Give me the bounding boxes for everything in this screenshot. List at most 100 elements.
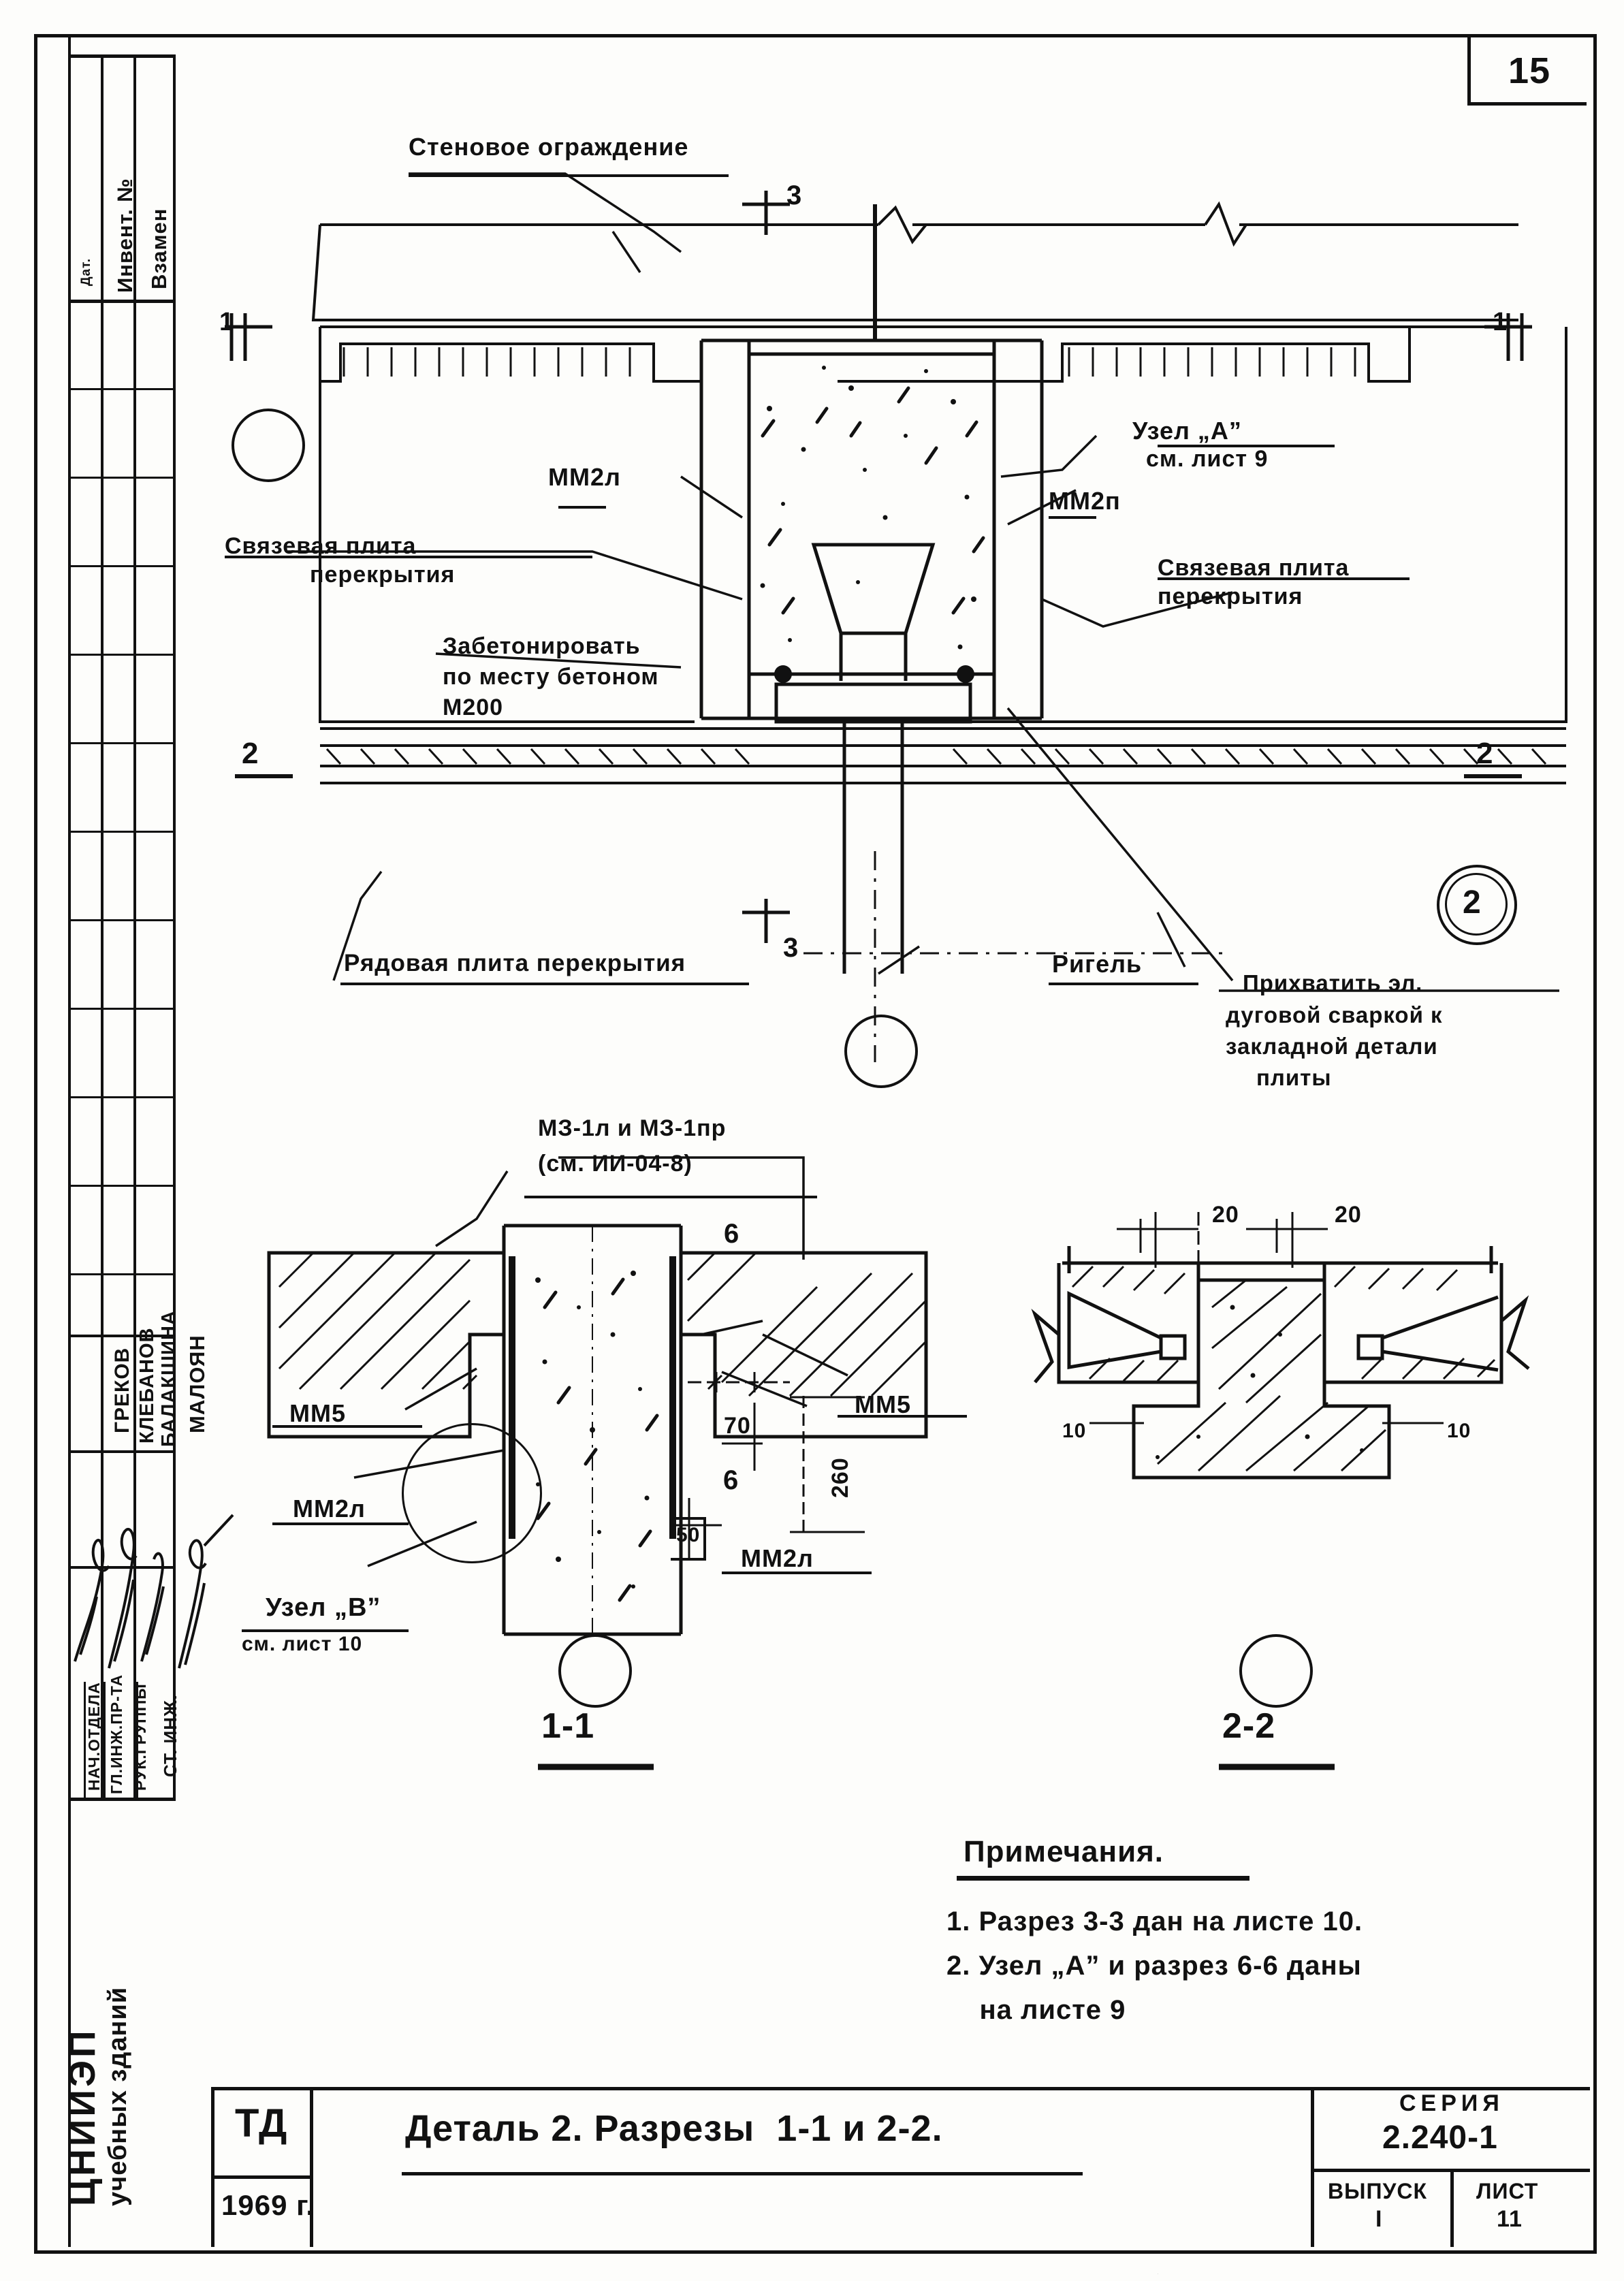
label-weld-note-4: плиты <box>1256 1065 1332 1090</box>
strip-v1 <box>68 34 71 2247</box>
strip-v2 <box>101 54 104 1798</box>
label-tie-slab-left-2: перекрытия <box>310 562 456 588</box>
strip-h-2 <box>68 477 176 479</box>
callout-bubble-2-label: 2 <box>1463 884 1482 921</box>
title-block-sheet-label: ЛИСТ <box>1476 2179 1539 2203</box>
strip-h-top <box>68 54 176 58</box>
label-mm2p-main: ММ2п <box>1049 487 1121 515</box>
sig-h-mid2 <box>68 1566 176 1569</box>
strip-h-11 <box>68 1273 176 1275</box>
notes-item-1: 2. Узел „А” и разрез 6-6 даны <box>946 1951 1362 1981</box>
notes-heading: Примечания. <box>964 1835 1164 1868</box>
title-block-issue-value: I <box>1375 2206 1383 2232</box>
label-mm2l-right: ММ2л <box>741 1544 814 1572</box>
node-b-circle <box>402 1423 542 1563</box>
label-concrete-2: по месту бетоном <box>443 664 659 690</box>
label-tie-slab-right-2: перекрытия <box>1158 584 1303 609</box>
sig-v-d <box>104 1682 106 1798</box>
sig-v-e <box>136 1682 138 1798</box>
label-wall-enclosure: Стеновое ограждение <box>409 133 689 161</box>
label-mz-line2: (см. ИИ-04-8) <box>538 1151 692 1177</box>
strip-h-8 <box>68 1008 176 1010</box>
strip-h-5 <box>68 742 176 744</box>
label-mm2l-main: ММ2л <box>548 463 621 491</box>
dim-20-right: 20 <box>1335 1202 1362 1228</box>
dim-10-left: 10 <box>1062 1420 1087 1442</box>
sig-h-top <box>68 1335 176 1337</box>
section-2-2-bubble <box>1239 1634 1313 1708</box>
notes-item-0: 1. Разрез 3-3 дан на листе 10. <box>946 1907 1363 1936</box>
section-mark-left-2: 2 <box>242 737 259 770</box>
label-mark-6-top: 6 <box>724 1219 740 1249</box>
title-block-hmid <box>211 2175 313 2179</box>
strip-h-6 <box>68 831 176 833</box>
title-block-top-rule <box>211 2087 1590 2090</box>
dim-70: 70 <box>724 1413 751 1439</box>
strip-h-3 <box>68 565 176 567</box>
label-weld-note-1: Прихватить эл. <box>1243 970 1423 995</box>
section-1-1-title: 1-1 <box>541 1706 595 1746</box>
strip-h-4 <box>68 654 176 656</box>
strip-v3 <box>133 54 136 1798</box>
label-ordinary-slab: Рядовая плита перекрытия <box>344 950 686 976</box>
strip-h-1 <box>68 388 176 390</box>
title-block-v4 <box>1450 2169 1454 2247</box>
callout-bubble-left <box>232 409 305 482</box>
corner-box-bottom <box>1467 102 1587 106</box>
title-block-drawing-title: Деталь 2. Разрезы 1-1 и 2-2. <box>405 2108 943 2149</box>
strip-h-7 <box>68 919 176 921</box>
strip-h-head <box>68 300 176 303</box>
title-block-v2 <box>310 2087 313 2247</box>
sig-v-f <box>84 1682 86 1798</box>
dim-20-left: 20 <box>1212 1202 1239 1228</box>
dim-50: 50 <box>676 1524 701 1546</box>
sig-v-b <box>133 1335 136 1798</box>
label-weld-note-3: закладной детали <box>1226 1034 1438 1059</box>
dim-10-right: 10 <box>1447 1420 1471 1442</box>
title-block-sheet-value: 11 <box>1497 2206 1523 2232</box>
title-block-stage: ТД <box>235 2101 288 2146</box>
label-mz-line1: МЗ-1л и МЗ-1пр <box>538 1115 727 1141</box>
corner-box-left <box>1467 37 1471 106</box>
title-block-series-value: 2.240-1 <box>1382 2120 1498 2156</box>
label-mark-6-bottom: 6 <box>723 1465 739 1495</box>
label-mm5-left: ММ5 <box>289 1399 346 1427</box>
label-weld-note-2: дуговой сваркой к <box>1226 1002 1443 1027</box>
section-mark-bottom-3: 3 <box>783 933 799 963</box>
sig-h-bot <box>68 1798 176 1801</box>
notes-item-2: на листе 9 <box>946 1995 1126 2025</box>
title-block-series-label: СЕРИЯ <box>1399 2090 1504 2116</box>
section-mark-right-1: 1 <box>1493 308 1508 336</box>
label-node-b-1: Узел „В” <box>266 1593 381 1622</box>
callout-bubble-2-inner <box>1445 873 1508 936</box>
section-mark-left-1: 1 <box>219 308 235 336</box>
section-1-1-bubble <box>558 1634 632 1708</box>
strip-h-9 <box>68 1096 176 1098</box>
title-block-year: 1969 г. <box>221 2189 315 2221</box>
notes-heading-underline <box>957 1876 1249 1881</box>
callout-bubble-center <box>844 1015 918 1088</box>
strip-h-10 <box>68 1185 176 1187</box>
sig-v-c <box>173 1335 175 1798</box>
title-block-h-series <box>1311 2169 1590 2172</box>
label-node-b-2: см. лист 10 <box>242 1633 363 1655</box>
section-mark-right-2: 2 <box>1476 737 1494 770</box>
label-beam: Ригель <box>1052 950 1143 978</box>
title-block-v3 <box>1311 2087 1314 2247</box>
title-title-underline <box>402 2172 1083 2175</box>
label-tie-slab-right-1: Связевая плита <box>1158 555 1350 581</box>
callout-bubble-2-outer <box>1437 865 1517 945</box>
sheet-border <box>34 34 1597 2254</box>
label-concrete-3: М200 <box>443 695 504 720</box>
label-mm5-right: ММ5 <box>855 1390 911 1418</box>
corner-sheet-number: 15 <box>1508 50 1551 91</box>
title-block-v1 <box>211 2087 214 2247</box>
label-tie-slab-left-1: Связевая плита <box>225 533 417 559</box>
label-node-a-2: см. лист 9 <box>1146 446 1269 472</box>
label-mm2l-left: ММ2л <box>293 1495 366 1522</box>
title-block-issue-label: ВЫПУСК <box>1328 2179 1427 2203</box>
